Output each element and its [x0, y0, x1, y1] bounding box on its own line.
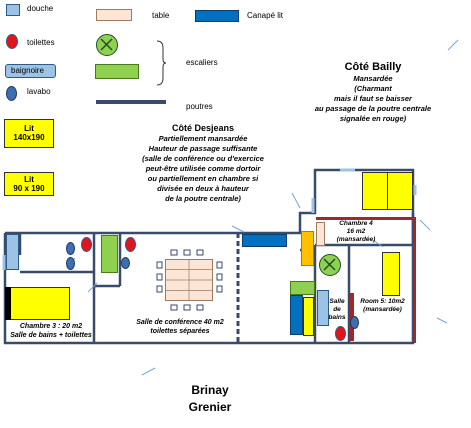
sofa-bed	[242, 234, 287, 247]
bed-90-label: Lit	[24, 175, 34, 184]
cote-desjeans-line-2: Hauteur de passage suffisante	[148, 144, 258, 153]
stairs-legend-swatch	[95, 64, 139, 79]
salle-bains-line-3: bains	[328, 314, 346, 321]
cote-bailly-line-2: (Charmant	[354, 84, 392, 93]
conference-subtitle: toilettes séparées	[150, 328, 210, 335]
cote-bailly-line-1: Mansardée	[353, 74, 393, 83]
toilet-icon-ch3	[81, 237, 92, 252]
bed-90-right-a	[303, 297, 314, 336]
sofa-bed-legend-swatch	[195, 10, 239, 22]
conference-title: Salle de conférence 40 m2	[136, 319, 224, 326]
cote-bailly-line-3: mais il faut se baisser	[334, 94, 412, 103]
cote-desjeans-note: Côté Desjeans Partiellement mansardée Ha…	[118, 123, 288, 204]
cote-bailly-line-5: signalée en rouge)	[339, 114, 407, 123]
chambre4-area: 16 m2	[346, 228, 366, 235]
cote-desjeans-line-7: de la poutre centrale)	[165, 194, 241, 203]
conference-table	[165, 259, 213, 301]
bed-140-label: Lit	[24, 124, 34, 133]
stairs-green-left	[101, 235, 118, 273]
orange-cupboard	[301, 231, 314, 266]
bathtub-legend-swatch: baignoire	[5, 64, 56, 78]
conference-label: Salle de conférence 40 m2 toilettes sépa…	[126, 318, 234, 336]
legend-douche-label: douche	[27, 4, 54, 13]
cote-desjeans-line-4: peut-être utilisée comme dortoir	[145, 164, 261, 173]
cote-desjeans-line-1: Partiellement mansardée	[158, 134, 248, 143]
legend-poutres-label: poutres	[186, 102, 213, 111]
toilet-icon	[6, 34, 18, 49]
room5-label: Room 5: 10m2 (mansardée)	[352, 298, 413, 314]
cote-bailly-note: Côté Bailly Mansardée (Charmant mais il …	[293, 60, 453, 124]
footer-title: Brinay Grenier	[150, 382, 270, 416]
chambre3-title: Chambre 3 : 20 m2	[19, 323, 83, 330]
cote-desjeans-line-6: divisée en deux à hauteur	[157, 184, 249, 193]
beam-legend-swatch	[96, 100, 166, 104]
room5-note: (mansardée)	[363, 306, 402, 313]
footer-line-1: Brinay	[191, 383, 229, 397]
central-beam-vertical	[413, 217, 416, 343]
sink-icon-ch3b	[66, 257, 75, 270]
legend-baignoire-label: baignoire	[11, 66, 44, 75]
salle-bains-label: Salle de bains	[323, 298, 351, 322]
bed-140-chambre4	[362, 172, 413, 210]
sink-icon	[6, 86, 17, 101]
legend: douche toilettes baignoire lavabo Lit 14…	[0, 0, 283, 200]
bed-90-room5	[382, 252, 400, 296]
stairs-icon	[96, 34, 118, 56]
cote-desjeans-title: Côté Desjeans	[171, 123, 235, 133]
bathtub	[6, 234, 19, 270]
conference-chairs	[156, 249, 223, 311]
stairs-icon-right	[319, 254, 341, 276]
legend-toilettes-label: toilettes	[27, 38, 55, 47]
table-small	[316, 222, 325, 246]
chambre4-label: Chambre 4 16 m2 (mansardée)	[328, 220, 384, 244]
cote-desjeans-line-3: (salle de conférence ou d'exercice	[142, 154, 264, 163]
legend-canape-label: Canapé lit	[247, 11, 284, 20]
chambre4-note: (mansardée)	[336, 236, 376, 243]
cote-bailly-line-4: au passage de la poutre centrale	[314, 104, 432, 113]
chambre3-subtitle: Salle de bains + toilettes	[10, 332, 92, 339]
sink-icon-right	[350, 316, 359, 329]
table-legend-swatch	[96, 9, 132, 21]
shower-legend-swatch	[6, 4, 20, 16]
legend-table-label: table	[152, 11, 170, 20]
stairs-green-right	[290, 281, 315, 295]
sofa-bed-vertical	[290, 295, 303, 335]
chambre3-label: Chambre 3 : 20 m2 Salle de bains + toile…	[6, 322, 96, 340]
room5-title: Room 5: 10m2	[360, 298, 405, 305]
headboard	[5, 287, 11, 320]
bed-90-size: 90 x 190	[13, 184, 45, 193]
chambre4-title: Chambre 4	[339, 220, 373, 227]
bed-140-chambre3	[8, 287, 70, 320]
salle-bains-line-2: de	[333, 306, 341, 313]
sink-icon-ch3a	[66, 242, 75, 255]
toilet-icon-conf	[125, 237, 136, 252]
footer-line-2: Grenier	[188, 400, 232, 414]
cote-bailly-title: Côté Bailly	[344, 61, 402, 73]
bed-140-legend: Lit 140x190	[4, 119, 54, 148]
legend-escaliers-label: escaliers	[186, 58, 218, 67]
toilet-icon-right	[335, 326, 346, 341]
bracket-icon	[156, 40, 167, 86]
conference-table-grid	[165, 259, 213, 301]
cote-desjeans-line-5: ou partiellement en chambre si	[147, 174, 259, 183]
salle-bains-line-1: Salle	[329, 298, 345, 305]
bed-140-size: 140x190	[13, 133, 45, 142]
legend-lavabo-label: lavabo	[27, 87, 51, 96]
bed-90-legend: Lit 90 x 190	[4, 172, 54, 196]
bed-divider	[387, 172, 388, 210]
sink-icon-conf	[121, 257, 130, 269]
